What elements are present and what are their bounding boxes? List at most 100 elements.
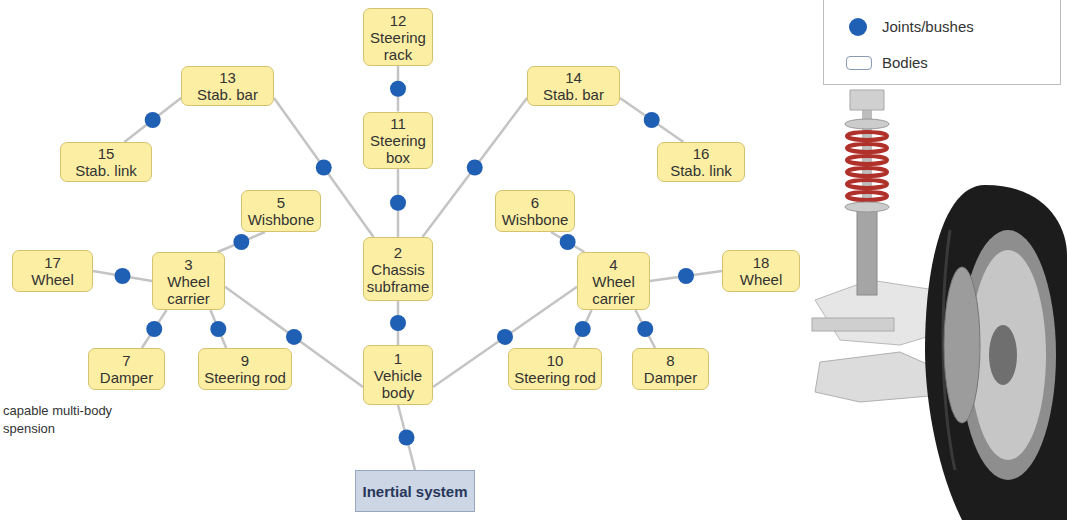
joint-dot (286, 329, 302, 345)
body-box: 4Wheel carrier (577, 252, 650, 310)
caption-text: capable multi-body spension (3, 402, 131, 438)
joint-dot (678, 268, 694, 284)
body-number: 1 (394, 350, 402, 367)
spring-coil (847, 156, 887, 164)
joint-dot (467, 160, 483, 176)
body-number: 13 (219, 69, 236, 86)
body-box: 10Steering rod (508, 348, 602, 390)
body-box: 17Wheel (12, 250, 93, 292)
joint-dot (210, 321, 226, 337)
tire (925, 185, 1067, 520)
hub (989, 325, 1017, 385)
body-number: 9 (241, 352, 249, 369)
body-box: 12Steering rack (363, 8, 433, 66)
body-box: 18Wheel (722, 250, 800, 292)
body-number: 16 (693, 145, 710, 162)
rim-face (970, 250, 1046, 460)
body-name: Damper (644, 369, 697, 386)
legend-box: Joints/bushesBodies (823, 0, 1061, 85)
body-box: 7Damper (88, 348, 165, 390)
joint-dot (390, 195, 406, 211)
legend-swatch (849, 18, 867, 36)
body-name: Inertial system (362, 483, 467, 500)
connector (574, 310, 592, 348)
body-number: 12 (390, 12, 407, 29)
body-box: 14Stab. bar (527, 66, 620, 106)
joint-dot (316, 160, 332, 176)
system-box: Inertial system (355, 470, 475, 512)
joint-dot (115, 268, 131, 284)
tie-rod (812, 318, 894, 331)
body-number: 6 (531, 194, 539, 211)
connector (124, 98, 181, 142)
connector (142, 310, 167, 348)
damper-body (857, 205, 877, 295)
body-name: Stab. bar (543, 86, 604, 103)
body-number: 3 (184, 256, 192, 273)
body-number: 10 (547, 352, 564, 369)
body-name: Wishbone (248, 211, 315, 228)
connector (210, 310, 226, 348)
body-box: 1Vehicle body (363, 345, 433, 405)
joint-dot (575, 321, 591, 337)
brake-disc (944, 267, 980, 423)
body-name: Vehicle body (368, 367, 428, 401)
body-name: Chassis subframe (367, 261, 430, 295)
body-number: 4 (609, 256, 617, 273)
body-number: 8 (666, 352, 674, 369)
spring-seat (845, 119, 889, 129)
body-number: 2 (394, 244, 402, 261)
body-box: 8Damper (632, 348, 709, 390)
spring-coil (847, 180, 887, 188)
body-name: Steering rack (368, 29, 428, 63)
body-box: 9Steering rod (198, 348, 292, 390)
body-number: 7 (122, 352, 130, 369)
spring-coil (847, 132, 887, 140)
body-name: Wheel (740, 271, 783, 288)
connector (635, 310, 655, 348)
body-name: Wishbone (502, 211, 569, 228)
body-number: 18 (753, 254, 770, 271)
joint-dot (390, 315, 406, 331)
body-name: Steering box (368, 132, 428, 166)
body-name: Wheel (31, 271, 74, 288)
body-number: 15 (98, 145, 115, 162)
body-name: Stab. link (75, 162, 137, 179)
joint-dot (145, 112, 161, 128)
body-box: 3Wheel carrier (152, 252, 225, 310)
connector (218, 232, 265, 252)
body-box: 5Wishbone (241, 190, 321, 232)
connector (551, 232, 584, 252)
legend-text: Joints/bushes (882, 18, 974, 36)
joint-dot (146, 321, 162, 337)
body-name: Stab. link (670, 162, 732, 179)
caption-text: capable multi-body spension (3, 402, 131, 438)
joint-dot (390, 81, 406, 97)
top-mount (850, 90, 884, 110)
body-number: 11 (390, 115, 406, 132)
body-number: 5 (277, 194, 285, 211)
body-name: Wheel carrier (157, 273, 220, 307)
body-name: Stab. bar (197, 86, 258, 103)
spring-coil (847, 192, 887, 200)
connector (620, 98, 683, 142)
joint-dot (399, 430, 415, 446)
body-number: 14 (565, 69, 582, 86)
joint-dot (637, 321, 653, 337)
body-box: 11Steering box (363, 112, 433, 169)
body-name: Damper (100, 369, 153, 386)
legend-box-sample (846, 56, 872, 70)
body-name: Steering rod (514, 369, 596, 386)
body-name: Wheel carrier (582, 273, 645, 307)
joint-dot (560, 234, 576, 250)
body-box: 16Stab. link (657, 142, 745, 182)
body-box: 15Stab. link (60, 142, 152, 182)
legend-text: Bodies (882, 54, 928, 72)
spring-coil (847, 144, 887, 152)
body-box: 13Stab. bar (181, 66, 274, 106)
body-box: 2Chassis subframe (363, 237, 433, 301)
joint-dot (644, 112, 660, 128)
body-box: 6Wishbone (495, 190, 575, 232)
joint-dot (497, 329, 513, 345)
spring-coil (847, 168, 887, 176)
